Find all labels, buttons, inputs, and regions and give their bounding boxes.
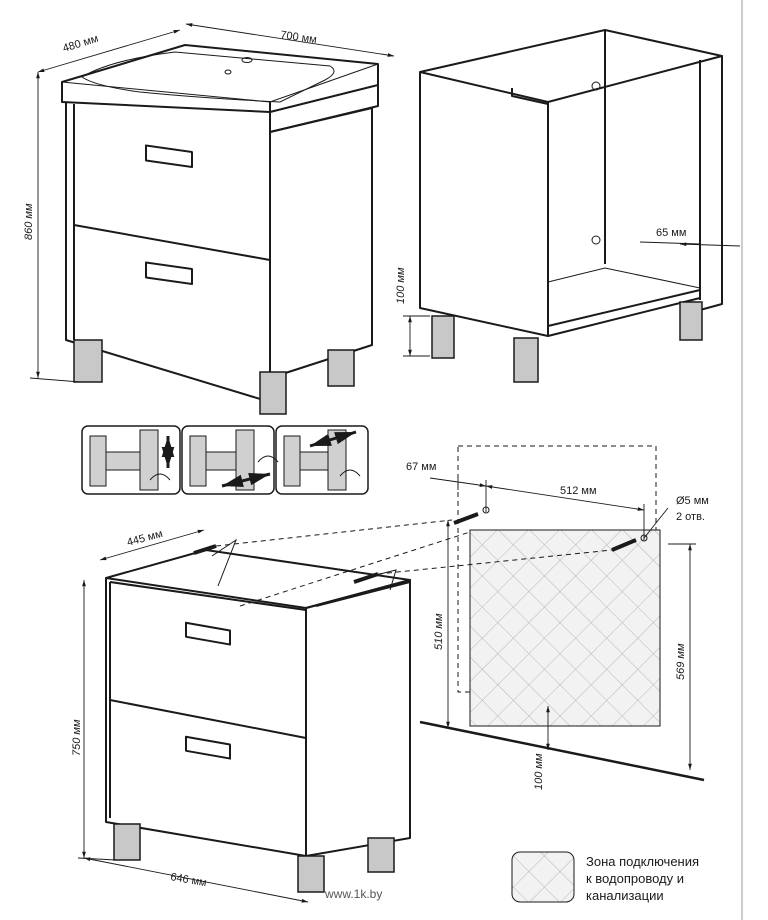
legend: Зона подключения к водопроводу и канализ…	[511, 851, 699, 903]
screw-icon	[611, 538, 637, 552]
leg	[73, 339, 103, 383]
drain-icon	[224, 69, 232, 75]
total-height-label: 569 мм	[675, 643, 687, 680]
leg	[113, 823, 141, 861]
height-label: 750 мм	[71, 719, 83, 756]
floor-line	[419, 720, 705, 782]
sink-basin	[81, 51, 335, 103]
screw-icon	[353, 572, 379, 584]
vanity-with-sink: 480 мм 700 мм 860 мм	[23, 23, 395, 415]
drawer-divider	[73, 224, 271, 261]
depth-label: 480 мм	[61, 33, 99, 55]
bottom-shelf	[547, 289, 701, 337]
legend-line-1: Зона подключения	[586, 854, 699, 869]
width-label: 700 мм	[280, 29, 318, 46]
back-offset-label: 65 мм	[656, 227, 686, 239]
hole-spacing-label: 512 мм	[560, 485, 597, 497]
leg	[679, 301, 703, 341]
left-offset-label: 67 мм	[406, 461, 436, 473]
drawer-handle-icon	[185, 735, 231, 760]
leg-height-label: 100 мм	[395, 267, 407, 304]
cabinet-frame: 65 мм 100 мм	[395, 29, 741, 383]
legend-swatch	[511, 851, 575, 903]
leg	[367, 837, 395, 873]
legend-line-2: к водопроводу и	[586, 871, 684, 886]
zone-height-label: 510 мм	[433, 613, 445, 650]
hole-icon	[591, 235, 601, 245]
leg	[327, 349, 355, 387]
depth-label: 445 мм	[126, 528, 164, 549]
hinge-adjustment-steps	[81, 425, 369, 495]
width-label: 646 мм	[169, 871, 207, 889]
hole-icon	[591, 81, 601, 91]
drawer-divider	[109, 699, 307, 739]
drawer-handle-icon	[185, 621, 231, 646]
hole-count-label: 2 отв.	[676, 511, 705, 523]
faucet-hole-icon	[241, 57, 253, 63]
drawer-handle-icon	[145, 144, 193, 168]
connection-zone	[469, 529, 661, 727]
wall-mount-scheme: 512 мм 67 мм Ø5 мм 2 отв. 510 мм 569 мм …	[406, 445, 709, 790]
depth-adjust-arrow-icon	[309, 430, 357, 448]
leg	[513, 337, 539, 383]
hole-diameter-label: Ø5 мм	[676, 495, 709, 507]
drawer-handle-icon	[145, 261, 193, 285]
horizontal-adjust-arrow-icon	[221, 472, 271, 488]
legend-line-3: канализации	[586, 888, 664, 903]
screw-icon	[453, 512, 479, 525]
height-label: 860 мм	[23, 203, 35, 240]
watermark: www.1k.by	[324, 887, 382, 901]
floor-gap-label: 100 мм	[533, 753, 545, 790]
leg	[297, 855, 325, 893]
sink-top	[61, 44, 379, 113]
side-panel	[419, 71, 549, 337]
leg	[259, 371, 287, 415]
leg	[431, 315, 455, 359]
